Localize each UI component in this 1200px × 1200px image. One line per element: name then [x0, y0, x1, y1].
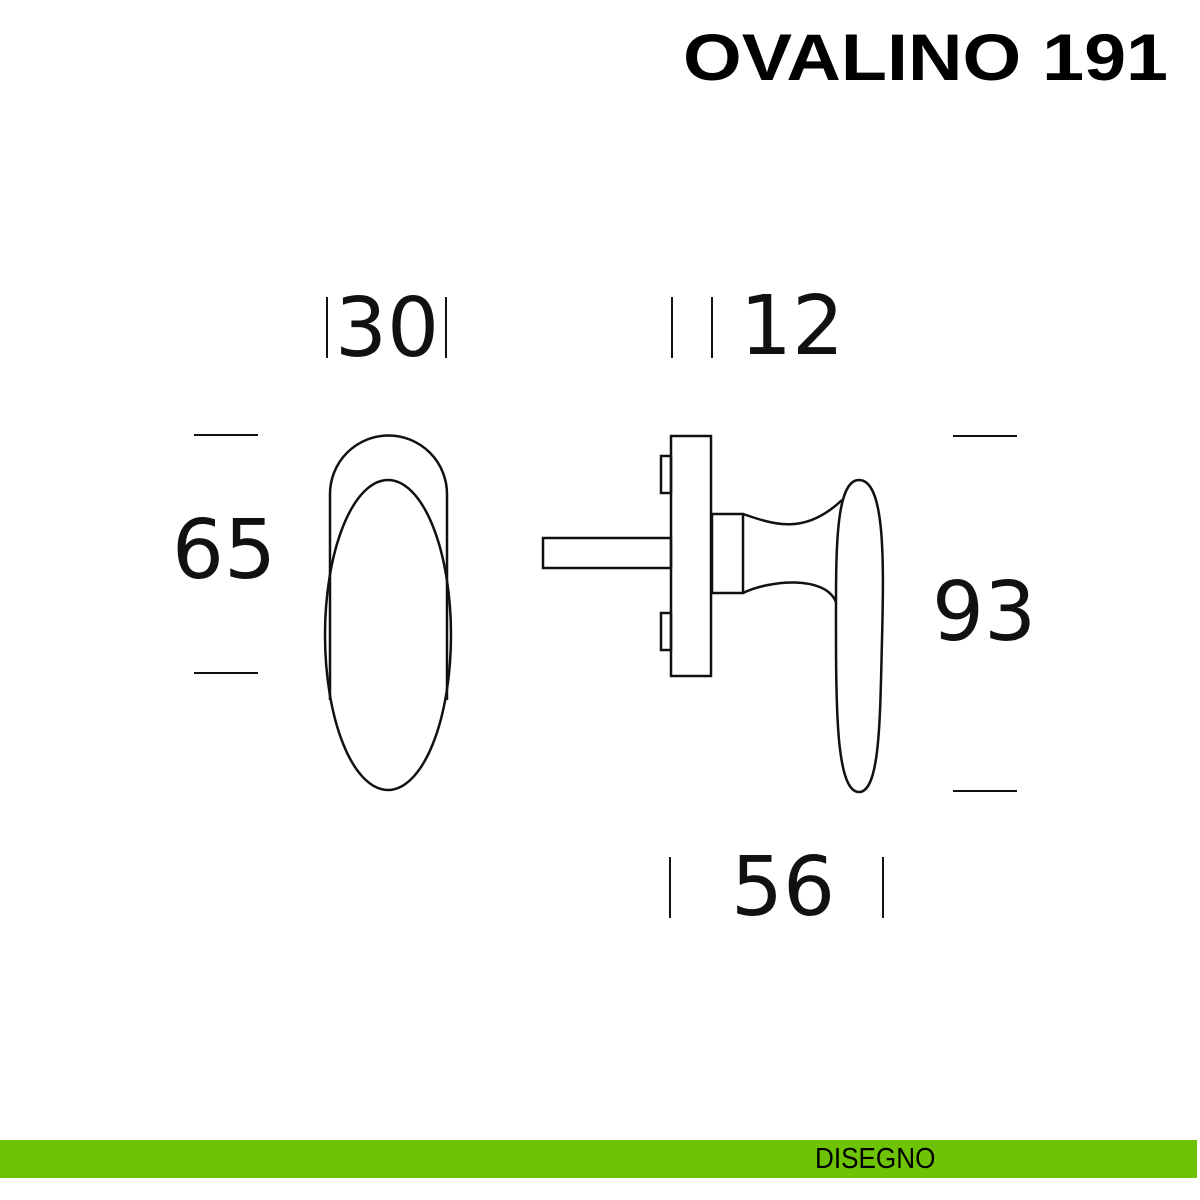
front-view-rose-outline: [328, 434, 449, 700]
dimension-label: 30: [335, 281, 439, 376]
dimension-label: 56: [731, 840, 835, 935]
side-grip: [834, 478, 885, 794]
front-view-handle: [323, 434, 453, 792]
dimension-label: 12: [740, 279, 844, 374]
front-view-grip: [323, 478, 453, 792]
rose-plate: [669, 434, 713, 678]
footer-bar: [0, 1140, 1197, 1178]
collar: [710, 512, 745, 595]
neck-bottom: [742, 581, 838, 603]
product-title: OVALINO 191: [683, 20, 1168, 94]
dimension-30: 30: [326, 281, 447, 376]
rose-tab-top: [659, 454, 673, 495]
dimension-65: 65: [172, 434, 276, 674]
spindle: [541, 536, 673, 570]
dimension-93: 93: [932, 435, 1036, 792]
dimension-12: 12: [671, 279, 844, 374]
footer-label: DISEGNO: [815, 1143, 936, 1175]
dimension-label: 65: [172, 503, 276, 598]
neck-top: [742, 499, 843, 526]
rose-tab-bottom: [659, 611, 673, 652]
dimension-label: 93: [932, 565, 1036, 660]
dimension-56: 56: [669, 840, 884, 935]
side-view-handle: [541, 434, 885, 794]
